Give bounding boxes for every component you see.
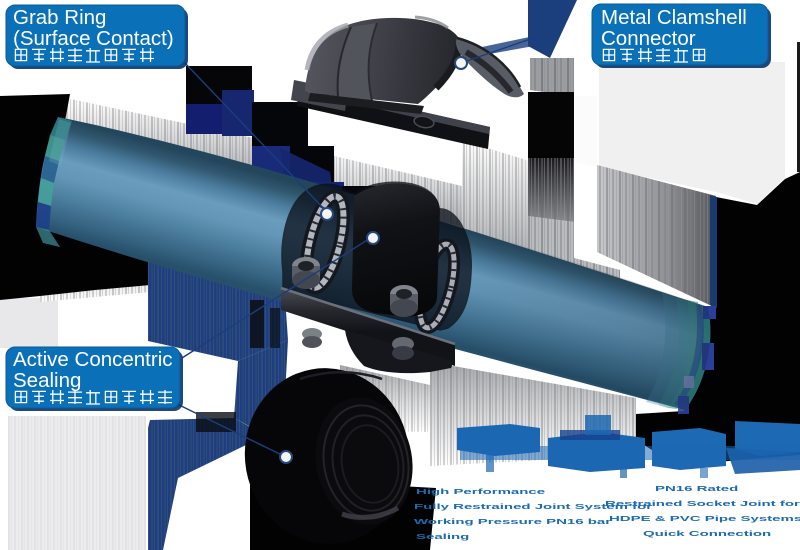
svg-text:HDPE & PVC Pipe Systems: HDPE & PVC Pipe Systems bbox=[609, 514, 800, 523]
svg-text:Restrained Socket Joint for: Restrained Socket Joint for bbox=[605, 499, 800, 508]
svg-text:Metal Clamshell: Metal Clamshell bbox=[601, 6, 747, 29]
svg-text:Sealing: Sealing bbox=[13, 369, 81, 392]
svg-text:(Surface Contact): (Surface Contact) bbox=[13, 27, 174, 50]
svg-text:Connector: Connector bbox=[601, 27, 696, 50]
svg-text:Working Pressure PN16 bar: Working Pressure PN16 bar bbox=[414, 517, 612, 526]
svg-text:Grab Ring: Grab Ring bbox=[13, 6, 106, 29]
svg-text:Sealing: Sealing bbox=[416, 532, 469, 541]
svg-text:Fully Restrained Joint System: Fully Restrained Joint System for bbox=[414, 502, 653, 511]
svg-text:High Performance: High Performance bbox=[416, 487, 546, 496]
svg-text:Quick Connection: Quick Connection bbox=[643, 529, 771, 538]
svg-text:PN16 Rated: PN16 Rated bbox=[655, 484, 738, 493]
svg-text:Active Concentric: Active Concentric bbox=[13, 348, 173, 371]
